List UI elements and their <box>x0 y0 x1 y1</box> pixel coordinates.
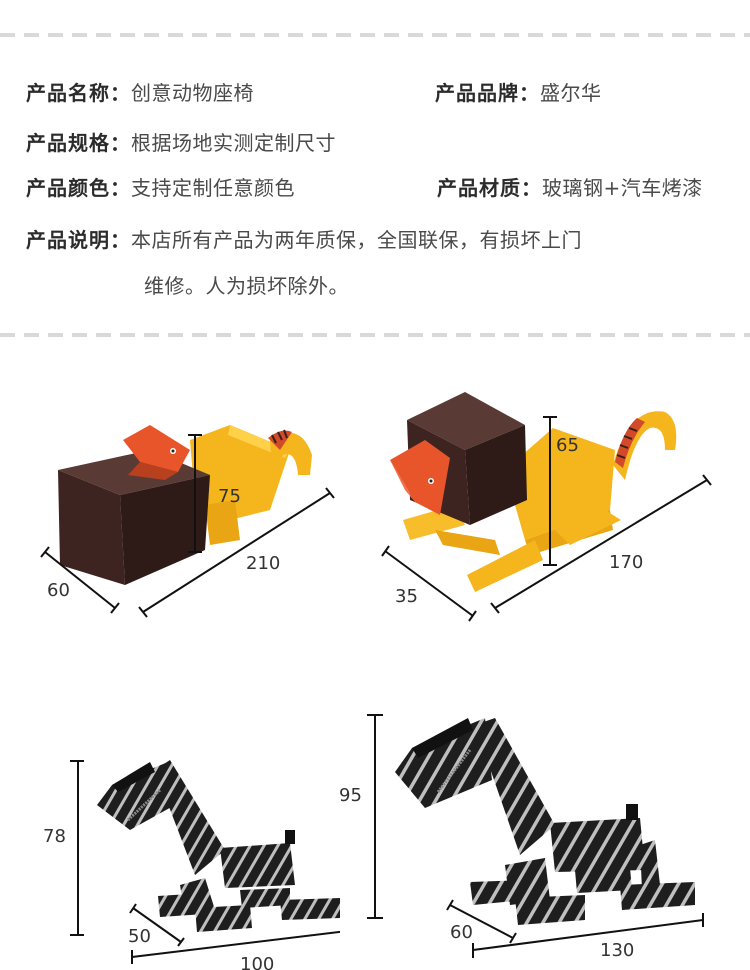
dim-length: 210 <box>246 553 281 574</box>
product-image-lion-lying: 75 210 60 <box>0 380 370 640</box>
spec-name-label: 产品名称： <box>26 81 131 105</box>
dim-depth: 60 <box>47 580 70 601</box>
spec-material: 产品材质：玻璃钢+汽车烤漆 <box>437 175 703 201</box>
spec-size-value: 根据场地实测定制尺寸 <box>131 131 336 155</box>
product-image-lion-sitting: 65 170 35 <box>375 380 750 640</box>
spec-brand-value: 盛尔华 <box>540 81 602 105</box>
spec-description: 产品说明：本店所有产品为两年质保，全国联保，有损坏上门 <box>26 227 582 253</box>
spec-color-value: 支持定制任意颜色 <box>131 176 295 200</box>
dim-length: 100 <box>240 954 275 970</box>
spec-name: 产品名称：创意动物座椅 <box>26 80 254 106</box>
dim-length: 170 <box>609 552 644 573</box>
zebra-large-illustration <box>367 714 704 958</box>
dim-depth: 50 <box>128 926 151 947</box>
spec-brand-label: 产品品牌： <box>435 81 540 105</box>
lion-sitting-illustration <box>381 392 712 622</box>
spec-size-label: 产品规格： <box>26 131 131 155</box>
spec-color: 产品颜色：支持定制任意颜色 <box>26 175 295 201</box>
dim-height: 78 <box>43 826 66 847</box>
spec-color-label: 产品颜色： <box>26 176 131 200</box>
spec-description-value-line2: 维修。人为损坏除外。 <box>144 274 349 298</box>
spec-size: 产品规格：根据场地实测定制尺寸 <box>26 130 336 156</box>
product-image-zebra-large: 95 60 130 <box>330 700 750 970</box>
dim-height: 95 <box>339 785 362 806</box>
spec-description-label: 产品说明： <box>26 228 131 252</box>
top-divider <box>0 33 750 37</box>
spec-material-value: 玻璃钢+汽车烤漆 <box>542 176 703 200</box>
dim-height: 75 <box>218 486 241 507</box>
dim-length: 130 <box>600 940 635 961</box>
zebra-small-illustration <box>70 760 340 964</box>
dim-depth: 60 <box>450 922 473 943</box>
product-image-zebra-small: 78 50 100 <box>0 700 340 970</box>
dim-depth: 35 <box>395 586 418 607</box>
spec-name-value: 创意动物座椅 <box>131 81 254 105</box>
spec-brand: 产品品牌：盛尔华 <box>435 80 602 106</box>
lion-lying-illustration <box>40 425 335 618</box>
bottom-divider <box>0 333 750 337</box>
spec-material-label: 产品材质： <box>437 176 542 200</box>
dim-height: 65 <box>556 435 579 456</box>
spec-description-value-line1: 本店所有产品为两年质保，全国联保，有损坏上门 <box>131 228 582 252</box>
